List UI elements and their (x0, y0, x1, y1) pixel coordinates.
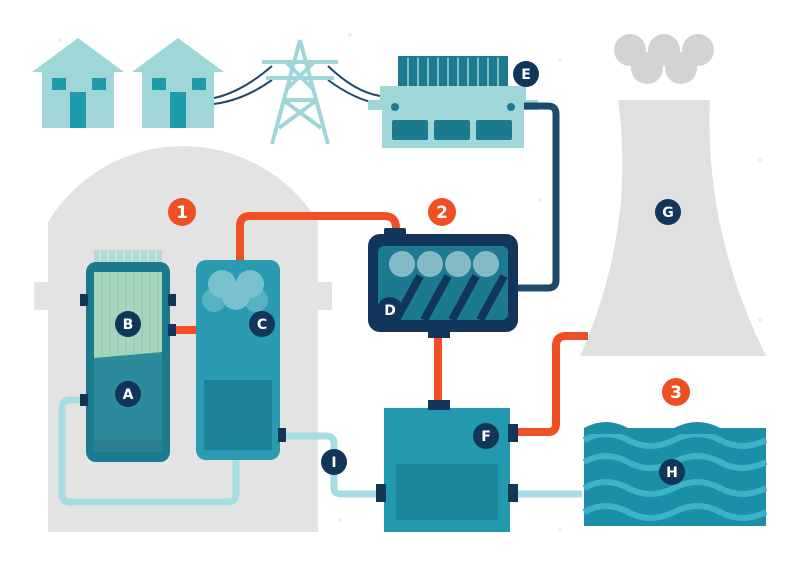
label-e: E (521, 67, 531, 83)
stage-1-label: 1 (176, 203, 188, 223)
badge-cooling-tower: G (655, 199, 681, 225)
badge-generator: E (513, 61, 539, 87)
background-dots (58, 33, 762, 532)
badge-control-rods: B (115, 311, 141, 337)
label-b: B (123, 317, 134, 333)
label-d: D (384, 303, 396, 319)
badge-water-source: H (659, 459, 685, 485)
badge-steam-generator: C (249, 311, 275, 337)
stage-badge-2: 2 (428, 198, 456, 226)
generator (368, 56, 538, 148)
label-i: I (331, 455, 336, 471)
stage-3-label: 3 (670, 383, 682, 403)
label-g: G (662, 205, 674, 221)
power-pylon-icon (262, 39, 338, 145)
label-h: H (666, 465, 678, 481)
badge-reactor-core: A (115, 381, 141, 407)
pipe-turbine-generator (518, 102, 560, 292)
turbine (368, 228, 518, 338)
label-c: C (257, 317, 267, 333)
hot-pipes (236, 212, 588, 436)
house-icon (132, 38, 224, 128)
label-a: A (123, 387, 134, 403)
stage-badge-1: 1 (168, 198, 196, 226)
badge-turbine: D (377, 297, 403, 323)
house-icon (32, 38, 124, 128)
reactor-vessel (80, 250, 176, 462)
badge-pump: I (321, 449, 347, 475)
steam-generator (196, 260, 286, 460)
stage-2-label: 2 (436, 203, 448, 223)
label-f: F (481, 429, 491, 445)
steam-cloud-icon (614, 34, 714, 84)
condenser (376, 400, 518, 532)
badge-condenser: F (473, 423, 499, 449)
cooling-tower (580, 100, 766, 356)
stage-badge-3: 3 (662, 378, 690, 406)
